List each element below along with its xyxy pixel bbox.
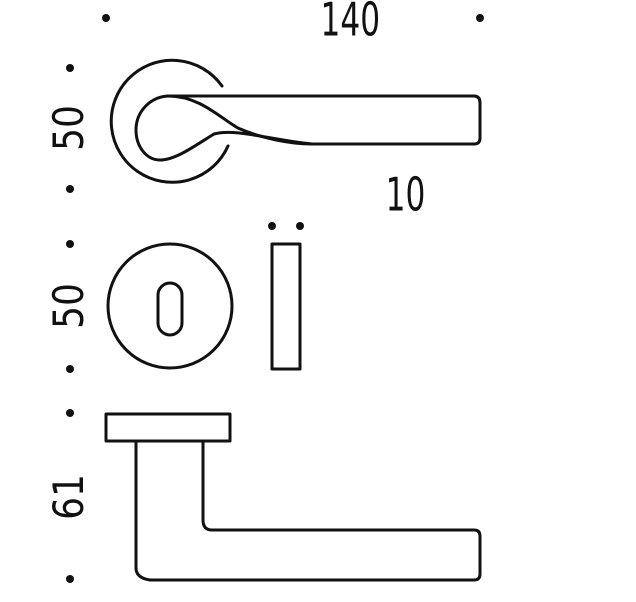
lever-side-profile xyxy=(134,439,482,582)
dimension-dot xyxy=(268,222,276,230)
dimension-handle-projection: 61 xyxy=(45,409,94,583)
lever-outline xyxy=(134,94,482,162)
dimension-width: 140 xyxy=(102,0,484,47)
escutcheon-front-view xyxy=(106,242,234,370)
lever-crease xyxy=(166,94,314,146)
dimension-dot xyxy=(66,240,74,248)
handle-side-view xyxy=(104,412,482,582)
keyhole-slot xyxy=(156,281,184,337)
dimension-dot xyxy=(296,222,304,230)
rose-height-label: 50 xyxy=(45,105,93,151)
handle-front-view xyxy=(109,58,482,184)
width-label: 140 xyxy=(321,0,381,47)
dimension-rose-height: 50 xyxy=(45,64,94,193)
dimension-dot xyxy=(66,409,74,417)
dimension-escutcheon-height: 50 xyxy=(45,240,94,373)
dimension-dot xyxy=(66,575,74,583)
escutcheon-height-label: 50 xyxy=(45,283,93,329)
dimension-dot-right xyxy=(476,14,484,22)
escutcheon-side-view xyxy=(270,242,302,371)
dimension-thickness: 10 xyxy=(268,170,425,230)
dimension-dot xyxy=(66,185,74,193)
dimension-dot-left xyxy=(102,14,110,22)
dimension-dot xyxy=(66,64,74,72)
thickness-label: 10 xyxy=(386,170,426,223)
rose-side-profile xyxy=(104,412,232,443)
dimension-dot xyxy=(66,365,74,373)
handle-projection-label: 61 xyxy=(45,474,93,520)
rose-outline xyxy=(109,58,230,184)
escutcheon-outline xyxy=(106,242,234,370)
